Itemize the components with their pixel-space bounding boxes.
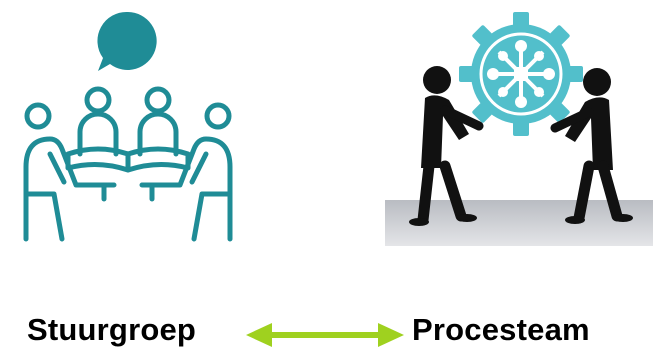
arm-left bbox=[47, 151, 67, 185]
people-holding-gear-icon bbox=[385, 12, 653, 246]
label-procesteam: Procesteam bbox=[412, 312, 590, 347]
person-head bbox=[24, 102, 52, 130]
meeting-drawing bbox=[23, 11, 233, 242]
label-stuurgroep: Stuurgroep bbox=[27, 312, 197, 347]
arm-right bbox=[189, 151, 209, 185]
meeting-table-icon bbox=[23, 11, 233, 242]
person-right-icon bbox=[550, 68, 633, 224]
person-head bbox=[144, 86, 172, 114]
network-glyph bbox=[487, 40, 555, 108]
person-head bbox=[204, 102, 232, 130]
chair-left bbox=[23, 191, 65, 242]
person-left bbox=[23, 136, 117, 242]
double-headed-arrow-icon bbox=[246, 323, 404, 347]
person-head bbox=[84, 86, 112, 114]
chair-right bbox=[191, 191, 233, 242]
gear-icon bbox=[459, 12, 583, 136]
person-right bbox=[139, 136, 233, 242]
person-left-icon bbox=[409, 66, 484, 226]
speech-bubble bbox=[97, 11, 157, 72]
person-body bbox=[137, 111, 179, 157]
person-body bbox=[77, 111, 119, 157]
